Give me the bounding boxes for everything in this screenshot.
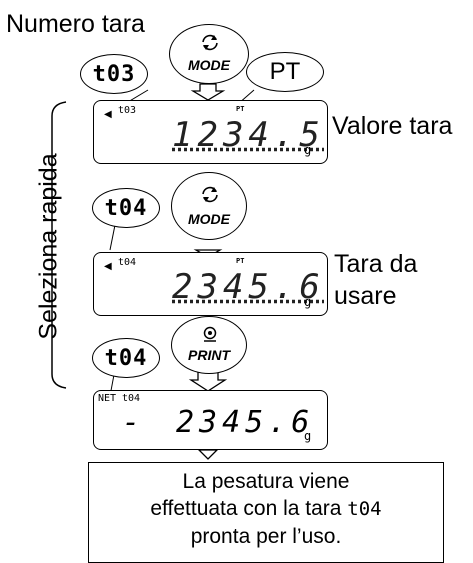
display-3-code: t04 [122, 393, 141, 404]
print-button-label: PRINT [188, 347, 230, 363]
valore-tara-label: Valore tara [332, 112, 453, 140]
left-arrow-icon: ◀ [104, 109, 112, 120]
result-code-t04: t04 [347, 498, 382, 520]
result-line-2: effettuata con la tara t04 [89, 495, 443, 523]
display-2-pt: PT [236, 257, 245, 265]
mode-button-1-label: MODE [188, 57, 230, 73]
result-line-1: La pesatura viene [182, 470, 350, 493]
pt-button[interactable]: PT [246, 52, 324, 92]
result-line-2-text: effettuata con la tara [150, 497, 348, 520]
display-1-unit: g [304, 143, 312, 157]
display-valore-tara: ◀ t03 PT 1234.5 g [93, 100, 328, 164]
display-2-value: 2345.6 [172, 267, 325, 307]
print-circle-icon [203, 326, 217, 342]
tare-code-oval-t04-a: t04 [92, 188, 160, 228]
tare-code-t04-a: t04 [104, 195, 148, 221]
display-1-value: 1234.5 [172, 115, 325, 155]
mode-button-1[interactable]: MODE [169, 24, 249, 84]
usare-label: usare [334, 282, 397, 310]
display-3-value: 2345.6 [176, 405, 315, 440]
cycle-arrows-icon [202, 186, 218, 203]
display-2-code: t04 [118, 257, 137, 268]
display-1-code: t03 [118, 105, 137, 116]
left-arrow-icon: ◀ [104, 261, 112, 272]
print-button[interactable]: PRINT [171, 316, 247, 374]
display-net: NET t04 - 2345.6 g [93, 390, 328, 450]
display-3-net: NET [98, 393, 117, 404]
mode-button-2[interactable]: MODE [171, 172, 247, 240]
display-2-unit: g [304, 295, 312, 309]
result-line-3: pronta per l’uso. [190, 525, 342, 548]
quick-select-bracket [51, 101, 67, 389]
display-tara-da-usare: ◀ t04 PT 2345.6 g [93, 252, 328, 316]
mode-button-2-label: MODE [188, 211, 230, 227]
numero-tara-label: Numero tara [6, 10, 145, 38]
cycle-arrows-icon [202, 34, 218, 51]
display-1-pt: PT [236, 105, 245, 113]
display-3-unit: g [304, 429, 312, 443]
tare-code-t04-b: t04 [104, 345, 148, 371]
pt-button-label: PT [269, 58, 301, 85]
tare-code-t03: t03 [92, 61, 136, 87]
tara-da-label: Tara da [334, 250, 418, 278]
display-3-sign: - [122, 405, 146, 440]
result-message-box: La pesatura viene effettuata con la tara… [88, 462, 444, 563]
tare-code-oval-t04-b: t04 [92, 338, 160, 378]
tare-code-oval-t03: t03 [80, 54, 148, 94]
